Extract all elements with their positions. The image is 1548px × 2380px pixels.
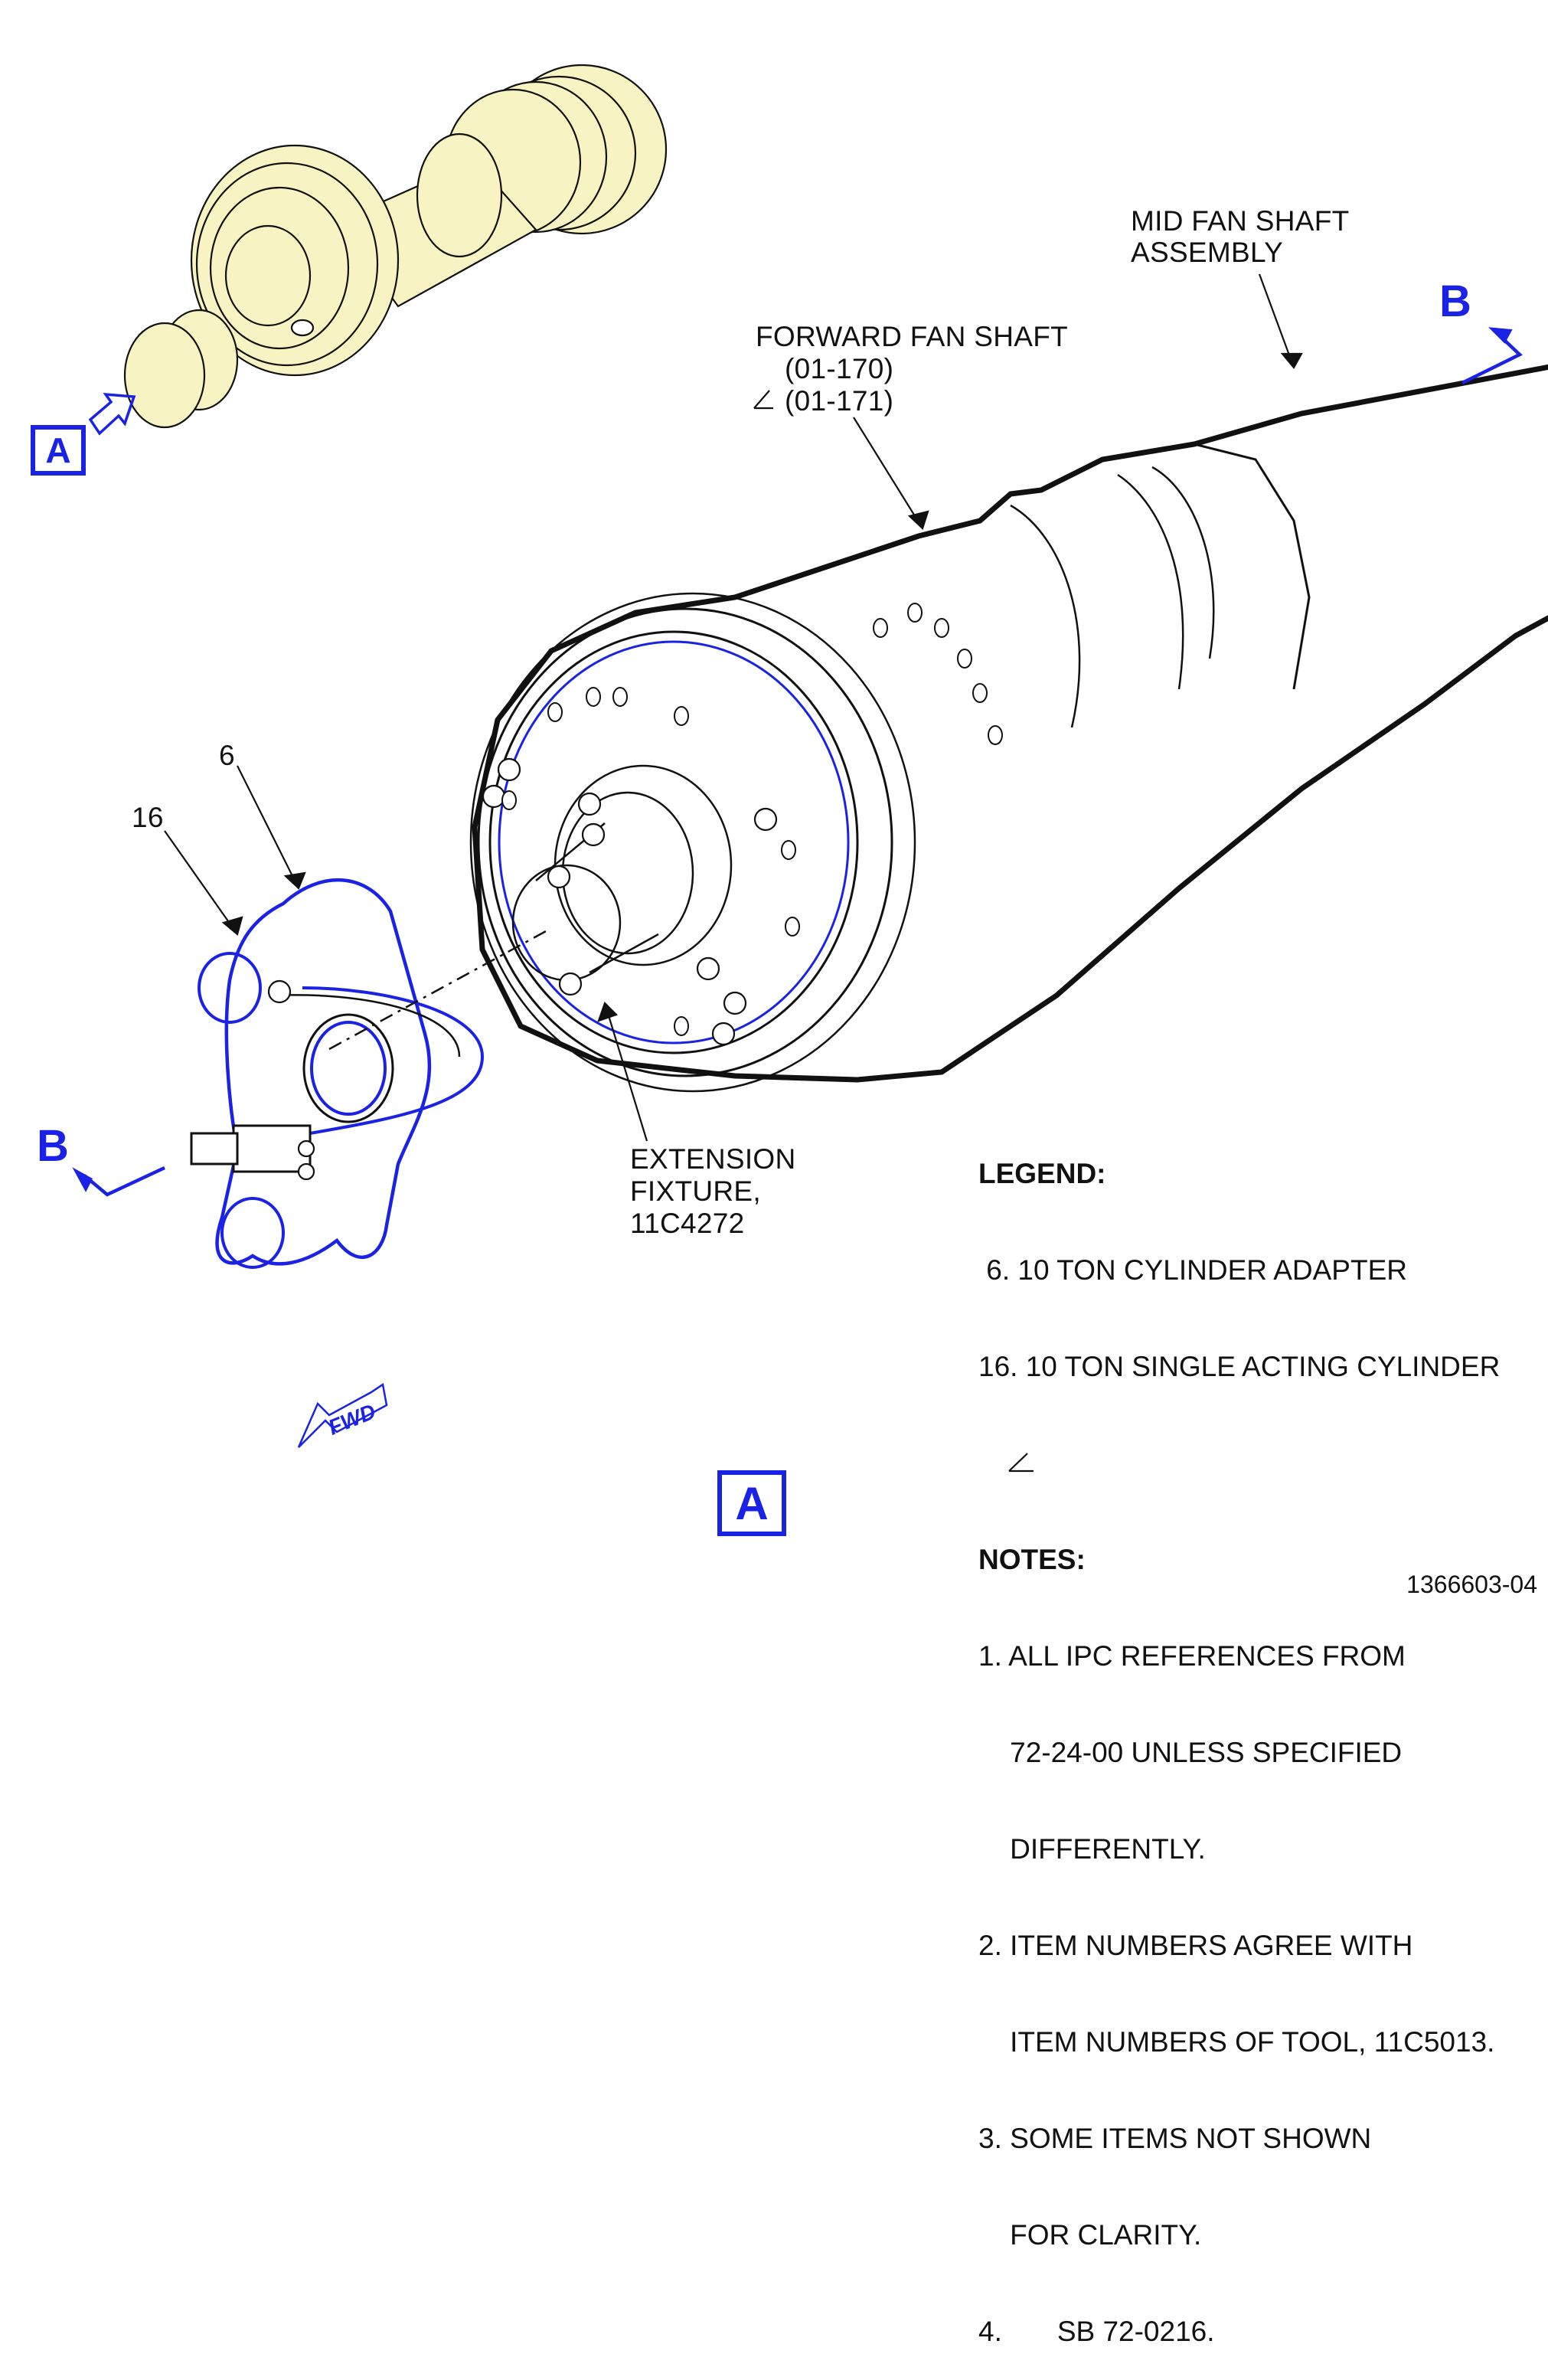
fwd-arrow-icon (297, 1382, 388, 1448)
note-line: DIFFERENTLY. (978, 1833, 1206, 1865)
note-line: FOR CLARITY. (978, 2219, 1202, 2251)
note-line: ITEM NUMBERS OF TOOL, 11C5013. (978, 2026, 1495, 2058)
view-arrows (72, 327, 1523, 1448)
note-line: 2. ITEM NUMBERS AGREE WITH (978, 1930, 1413, 1961)
label-mid-fan-shaft-line1: MID FAN SHAFT (1131, 205, 1350, 237)
note-line: 1. ALL IPC REFERENCES FROM (978, 1640, 1406, 1672)
figure-number: 1366603-04 (1406, 1571, 1537, 1598)
illustration (72, 64, 1548, 1473)
section-b-tag-lower: B (37, 1121, 69, 1171)
section-b-tag-upper: B (1439, 276, 1471, 326)
cylinder-adapter (190, 878, 548, 1269)
note-line: 3. SOME ITEMS NOT SHOWN (978, 2123, 1372, 2154)
note-line: 72-24-00 UNLESS SPECIFIED (978, 1737, 1403, 1768)
label-forward-fan-shaft: FORWARD FAN SHAFT (756, 321, 1068, 352)
legend-block: LEGEND: 6. 10 TON CYLINDER ADAPTER 16. 1… (978, 1094, 1500, 2380)
section-b-arrow-lower-icon (83, 1165, 165, 1197)
notes-title: NOTES: (978, 1544, 1086, 1575)
label-extension-fixture-line2: FIXTURE, (630, 1175, 761, 1207)
view-a-tag-detail: A (717, 1470, 786, 1536)
label-extension-fixture-line3: 11C4272 (630, 1208, 745, 1239)
view-a-arrow-icon (88, 392, 136, 436)
label-extension-fixture-line1: EXTENSION (630, 1143, 796, 1175)
item-number-6: 6 (219, 740, 235, 771)
legend-item: 16. 10 TON SINGLE ACTING CYLINDER (978, 1351, 1501, 1382)
leader-lines (164, 273, 1303, 1473)
note-line: 4. SB 72-0216. (978, 2316, 1215, 2347)
label-forward-fan-shaft-ref1: (01-170) (785, 353, 894, 384)
overview-shaft (123, 64, 668, 429)
label-mid-fan-shaft-line2: ASSEMBLY (1131, 237, 1284, 268)
item-number-16: 16 (132, 802, 164, 833)
legend-title: LEGEND: (978, 1158, 1106, 1189)
main-shaft (469, 364, 1548, 1093)
label-forward-fan-shaft-ref2: (01-171) (785, 385, 894, 417)
view-a-tag-overview: A (31, 425, 86, 476)
legend-item: 6. 10 TON CYLINDER ADAPTER (978, 1254, 1407, 1286)
